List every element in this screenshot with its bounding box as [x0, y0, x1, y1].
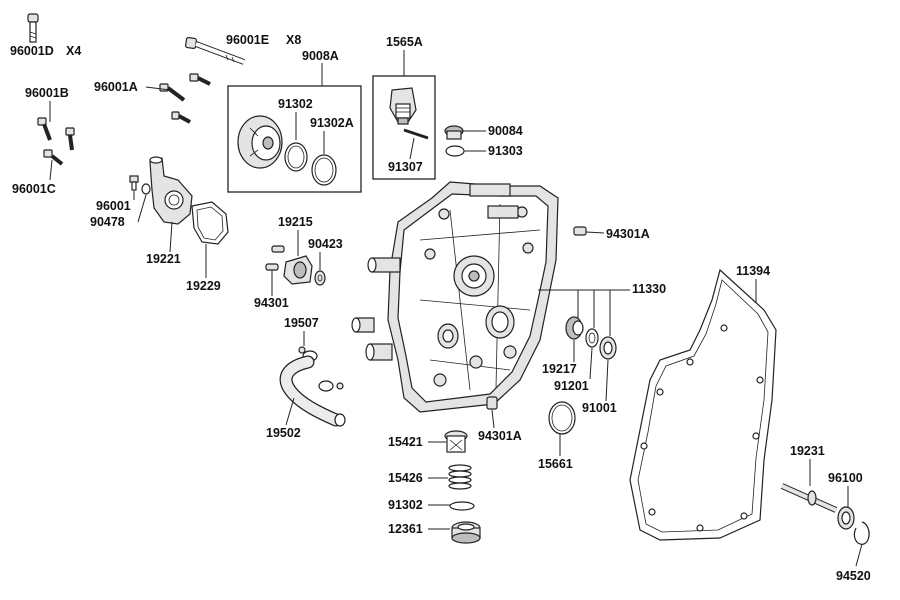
oil-seal-91201-icon[interactable]	[585, 328, 599, 348]
label-15426: 15426	[388, 471, 423, 485]
label-19229: 19229	[186, 279, 221, 293]
drain-plug-90084-icon[interactable]	[444, 125, 464, 140]
label-19217: 19217	[542, 362, 577, 376]
label-91302a: 91302A	[310, 116, 354, 130]
label-90423: 90423	[308, 237, 343, 251]
sleeve-part-icon[interactable]	[351, 317, 375, 333]
label-96001c: 96001C	[12, 182, 56, 196]
label-19221: 19221	[146, 252, 181, 266]
bolt-96001d-icon[interactable]	[27, 13, 39, 43]
label-96001: 96001	[96, 199, 131, 213]
pin-94301a-bot-icon[interactable]	[486, 396, 498, 410]
seal-90423-icon[interactable]	[314, 270, 326, 286]
washer-90478-icon[interactable]	[141, 183, 151, 195]
label-1565a: 1565A	[386, 35, 423, 49]
label-96001a: 96001A	[94, 80, 138, 94]
bearing-96100-icon[interactable]	[837, 506, 855, 530]
crankcase-cover-11330-icon[interactable]	[365, 181, 559, 413]
label-90084: 90084	[488, 124, 523, 138]
label-91302-bot: 91302	[388, 498, 423, 512]
label-96100: 96100	[828, 471, 863, 485]
label-91303: 91303	[488, 144, 523, 158]
gasket-19229-icon[interactable]	[191, 201, 229, 245]
label-91307: 91307	[388, 160, 423, 174]
label-19502: 19502	[266, 426, 301, 440]
label-19215: 19215	[278, 215, 313, 229]
water-pump-cover-19221-icon[interactable]	[149, 156, 193, 225]
pin-94301-icon[interactable]	[265, 245, 285, 271]
label-90478: 90478	[90, 215, 125, 229]
label-91201: 91201	[554, 379, 589, 393]
spring-15426-icon[interactable]	[448, 464, 472, 490]
o-ring-15661-icon[interactable]	[548, 401, 576, 435]
circlip-94520-icon[interactable]	[853, 521, 870, 545]
label-12361: 12361	[388, 522, 423, 536]
bolt-96001e-icon[interactable]	[185, 37, 246, 65]
label-96001d: 96001D	[10, 44, 54, 58]
label-9008a: 9008A	[302, 49, 339, 63]
oil-strainer-15421-icon[interactable]	[444, 430, 468, 453]
washer-91303-icon[interactable]	[445, 145, 465, 157]
label-19231: 19231	[790, 444, 825, 458]
o-ring-91302-bot-icon[interactable]	[449, 501, 475, 511]
label-96001e-qty: X8	[286, 33, 301, 47]
label-15661: 15661	[538, 457, 573, 471]
thermostat-icon[interactable]	[389, 87, 417, 125]
kit-box-1565a	[372, 75, 436, 180]
bolts-96001a-icon[interactable]	[159, 73, 211, 124]
bolts-96001b-icon[interactable]	[37, 117, 75, 166]
label-94301: 94301	[254, 296, 289, 310]
label-91001: 91001	[582, 401, 617, 415]
gasket-11394-icon[interactable]	[629, 268, 777, 541]
drain-cap-12361-icon[interactable]	[451, 521, 481, 544]
o-ring-91302-icon[interactable]	[284, 142, 308, 172]
label-96001b: 96001B	[25, 86, 69, 100]
ball-bearing-91001-icon[interactable]	[599, 336, 617, 360]
o-ring-91302a-icon[interactable]	[311, 154, 337, 186]
label-15421: 15421	[388, 435, 423, 449]
kit-box-9008a	[227, 85, 362, 193]
bolt-96001-small-icon[interactable]	[129, 175, 139, 191]
label-96001e: 96001E	[226, 33, 269, 47]
pump-shaft-19231-icon[interactable]	[780, 483, 838, 513]
pin-94301a-top-icon[interactable]	[573, 226, 587, 236]
label-94520: 94520	[836, 569, 871, 583]
label-94301a-top: 94301A	[606, 227, 650, 241]
label-11394: 11394	[736, 264, 770, 278]
label-94301a-bot: 94301A	[478, 429, 522, 443]
label-91302-top: 91302	[278, 97, 313, 111]
label-11330: 11330	[632, 282, 666, 296]
pump-gear-19215-icon[interactable]	[283, 255, 313, 285]
hose-clamps-19507-icon[interactable]	[298, 346, 344, 392]
water-pump-impeller-icon[interactable]	[237, 115, 283, 169]
bearing-19217-icon[interactable]	[565, 316, 584, 340]
label-96001d-qty: X4	[66, 44, 81, 58]
label-19507: 19507	[284, 316, 319, 330]
water-hose-19502-icon[interactable]	[279, 355, 346, 427]
